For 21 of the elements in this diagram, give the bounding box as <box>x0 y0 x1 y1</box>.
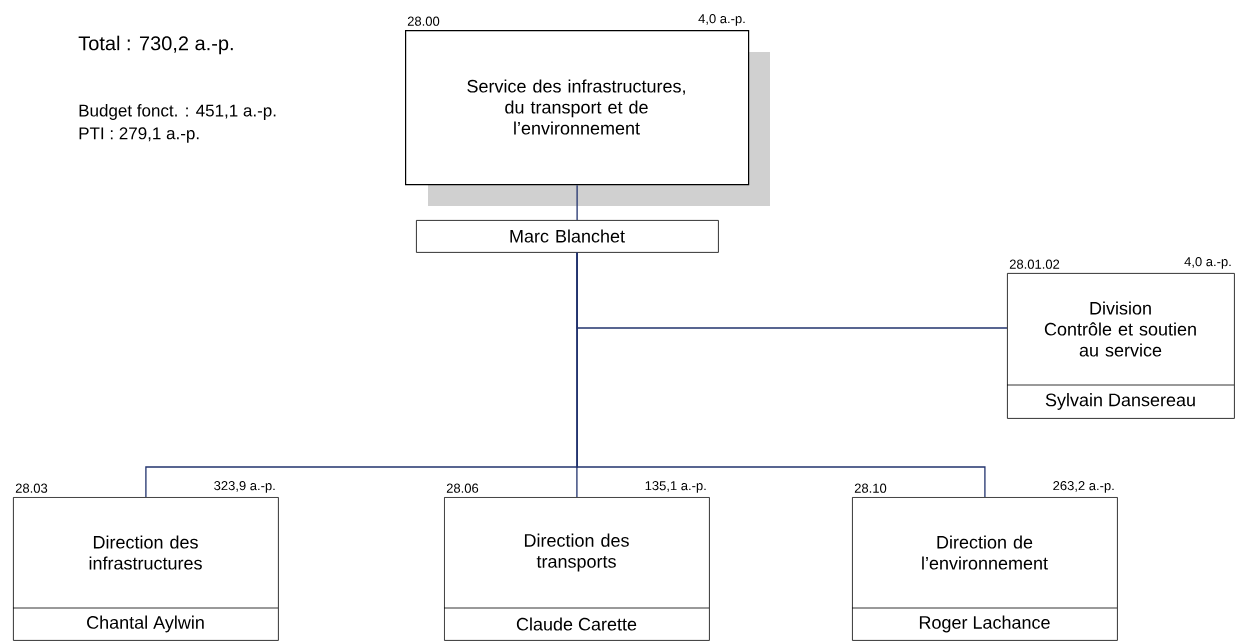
unit-box: Direction des transports Claude Carette <box>443 497 710 641</box>
staff-count: 323,9 a.-p. <box>214 481 275 493</box>
unit-box: Division Contrôle et soutien au service Sylvain Dansereau <box>1006 273 1235 419</box>
staff-count: 4,0 a.-p. <box>698 14 745 26</box>
unit-box: Direction des infrastructures Chantal Aylwin <box>12 497 279 641</box>
unit-box: Service des infrastructures, du transport et de l’environnement <box>405 30 770 206</box>
connector-line <box>576 184 578 221</box>
unit-code: 28.10 <box>854 483 887 493</box>
budget-note: PTI : 279,1 a.-p. <box>79 127 199 143</box>
budget-note: Budget fonct. : 451,1 a.-p. <box>79 104 276 120</box>
unit-code: 28.00 <box>407 16 440 26</box>
unit-code: 28.01.02 <box>1009 259 1060 269</box>
unit-box: Direction de l’environnement Roger Lachance <box>851 497 1118 641</box>
staff-count: 135,1 a.-p. <box>645 481 706 493</box>
unit-code: 28.06 <box>446 483 479 493</box>
connector-line <box>576 252 986 498</box>
staff-count: 4,0 a.-p. <box>1184 257 1231 269</box>
budget-note: Total : 730,2 a.-p. <box>78 35 233 55</box>
unit-box: Marc Blanchet <box>416 220 719 253</box>
unit-code: 28.03 <box>15 483 48 493</box>
staff-count: 263,2 a.-p. <box>1053 481 1114 493</box>
